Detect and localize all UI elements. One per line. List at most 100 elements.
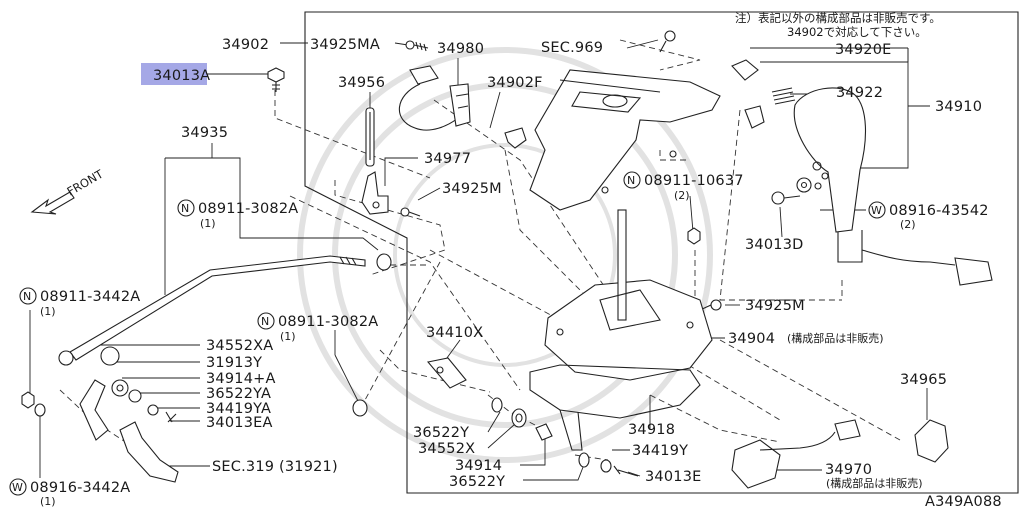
assembly-frame <box>304 11 1019 494</box>
label-34914[interactable]: 34914 <box>455 458 502 474</box>
bolt-34925M-upper <box>400 207 421 217</box>
label-34013D[interactable]: 34013D <box>745 237 804 253</box>
watermark-seal <box>297 47 713 463</box>
label-08911-3082A-lower: 08911-3082A <box>278 314 378 330</box>
label-34977[interactable]: 34977 <box>424 151 471 167</box>
pin-34956 <box>365 107 375 167</box>
label-34904-note: (構成部品は非販売) <box>787 331 884 345</box>
label-08916-3442A: 08916-3442A <box>30 480 130 496</box>
qty-08916-43542: (2) <box>900 218 916 231</box>
qty-08911-3442A: (1) <box>40 305 56 318</box>
qty-08911-3082A-upper: (1) <box>200 217 216 230</box>
label-34013EA[interactable]: 34013EA <box>206 415 273 431</box>
svg-text:N: N <box>181 202 189 215</box>
collar-34914 <box>535 423 553 441</box>
bolt-34013A <box>267 67 285 92</box>
front-arrow-icon: FRONT <box>30 166 107 215</box>
label-34410X[interactable]: 34410X <box>426 325 483 341</box>
screw-34013D <box>771 191 801 205</box>
label-34970[interactable]: 34970 <box>825 462 872 478</box>
label-SEC969[interactable]: SEC.969 <box>541 40 603 56</box>
callout-08911-3082A-lower[interactable]: N 08911-3082A (1) <box>257 312 378 343</box>
washer-34419Y <box>600 459 612 473</box>
washer-08916-3442A <box>34 403 46 417</box>
label-34970-note: (構成部品は非販売) <box>826 476 923 490</box>
callout-08911-10637[interactable]: N 08911-10637 (2) <box>623 171 744 202</box>
svg-text:N: N <box>627 174 635 187</box>
pin-34013E <box>613 465 639 477</box>
harness-34970 <box>731 419 861 489</box>
clip-34902F <box>504 127 527 149</box>
nut-08911-3082A-lower <box>352 399 368 417</box>
label-34904[interactable]: 34904 <box>728 331 775 347</box>
part-labels: 注）表記以外の構成部品は非販売です。 34902で対応して下さい。 34902 … <box>9 11 1002 510</box>
label-34925MA[interactable]: 34925MA <box>310 37 380 53</box>
label-34910[interactable]: 34910 <box>935 99 982 115</box>
label-31913Y[interactable]: 31913Y <box>206 355 262 371</box>
svg-text:N: N <box>261 315 269 328</box>
spring-34922 <box>771 87 796 105</box>
knob-34910 <box>793 87 993 286</box>
svg-text:N: N <box>23 290 31 303</box>
label-34419Y[interactable]: 34419Y <box>632 443 688 459</box>
callout-08916-3442A[interactable]: W 08916-3442A (1) <box>9 478 130 508</box>
shifter-cover <box>529 69 721 211</box>
washer-08916-43542 <box>796 177 812 193</box>
label-36522Y-upper[interactable]: 36522Y <box>413 425 469 441</box>
callout-08911-3082A-upper[interactable]: N 08911-3082A (1) <box>177 199 298 230</box>
switch-34410X <box>426 357 467 389</box>
base-34904 <box>544 209 713 381</box>
label-08911-10637: 08911-10637 <box>644 173 744 189</box>
label-34925M-upper[interactable]: 34925M <box>442 181 502 197</box>
label-34920E[interactable]: 34920E <box>835 42 892 58</box>
label-34918[interactable]: 34918 <box>628 422 675 438</box>
bolt-34925MA <box>405 40 429 52</box>
label-34552XA[interactable]: 34552XA <box>206 338 273 354</box>
label-08916-43542: 08916-43542 <box>889 203 989 219</box>
button-34920E <box>731 59 765 129</box>
callout-08911-3442A[interactable]: N 08911-3442A (1) <box>19 287 140 318</box>
nut-08911-3442A <box>21 391 35 409</box>
note-line-2: 34902で対応して下さい。 <box>787 25 927 39</box>
washer-36522Y-upper <box>491 397 503 413</box>
callout-08916-43542[interactable]: W 08916-43542 (2) <box>868 201 989 231</box>
note-line-1: 注）表記以外の構成部品は非販売です。 <box>735 11 941 25</box>
label-34552X[interactable]: 34552X <box>418 441 475 457</box>
nut-08911-10637 <box>687 227 701 245</box>
screw-SEC969 <box>659 30 676 53</box>
label-34956[interactable]: 34956 <box>338 75 385 91</box>
label-08911-3442A: 08911-3442A <box>40 289 140 305</box>
bushing-34552X <box>511 408 527 428</box>
bracket-34965 <box>914 419 949 463</box>
label-34922[interactable]: 34922 <box>836 85 883 101</box>
front-arrow-label: FRONT <box>65 166 107 198</box>
label-36522Y-lower[interactable]: 36522Y <box>449 474 505 490</box>
rod-34935 <box>58 255 366 366</box>
svg-text:W: W <box>12 481 23 494</box>
qty-08916-3442A: (1) <box>40 495 56 508</box>
label-36522YA[interactable]: 36522YA <box>206 386 271 402</box>
qty-08911-3082A-lower: (1) <box>280 330 296 343</box>
washer-36522Y-lower <box>578 452 590 468</box>
nut-08911-3082A-upper <box>376 253 392 271</box>
label-34013E[interactable]: 34013E <box>645 469 702 485</box>
label-34925M-lower[interactable]: 34925M <box>745 298 805 314</box>
label-34965[interactable]: 34965 <box>900 372 947 388</box>
label-34935[interactable]: 34935 <box>181 125 228 141</box>
label-34902F[interactable]: 34902F <box>487 75 543 91</box>
svg-text:W: W <box>871 204 882 217</box>
gasket-34918 <box>529 364 701 451</box>
label-SEC319[interactable]: SEC.319 (31921) <box>212 459 338 475</box>
label-08911-3082A-upper: 08911-3082A <box>198 201 298 217</box>
highlight-34013A <box>141 63 207 85</box>
qty-08911-10637: (2) <box>674 189 690 202</box>
bracket-34977 <box>361 171 389 215</box>
label-34419YA[interactable]: 34419YA <box>206 401 271 417</box>
label-34013A[interactable]: 34013A <box>153 68 210 84</box>
sensor-harness-34980 <box>398 65 471 131</box>
label-34914A[interactable]: 34914+A <box>206 371 276 387</box>
drawing-code: A349A088 <box>925 494 1002 510</box>
label-34902[interactable]: 34902 <box>222 37 269 53</box>
label-34980[interactable]: 34980 <box>437 41 484 57</box>
